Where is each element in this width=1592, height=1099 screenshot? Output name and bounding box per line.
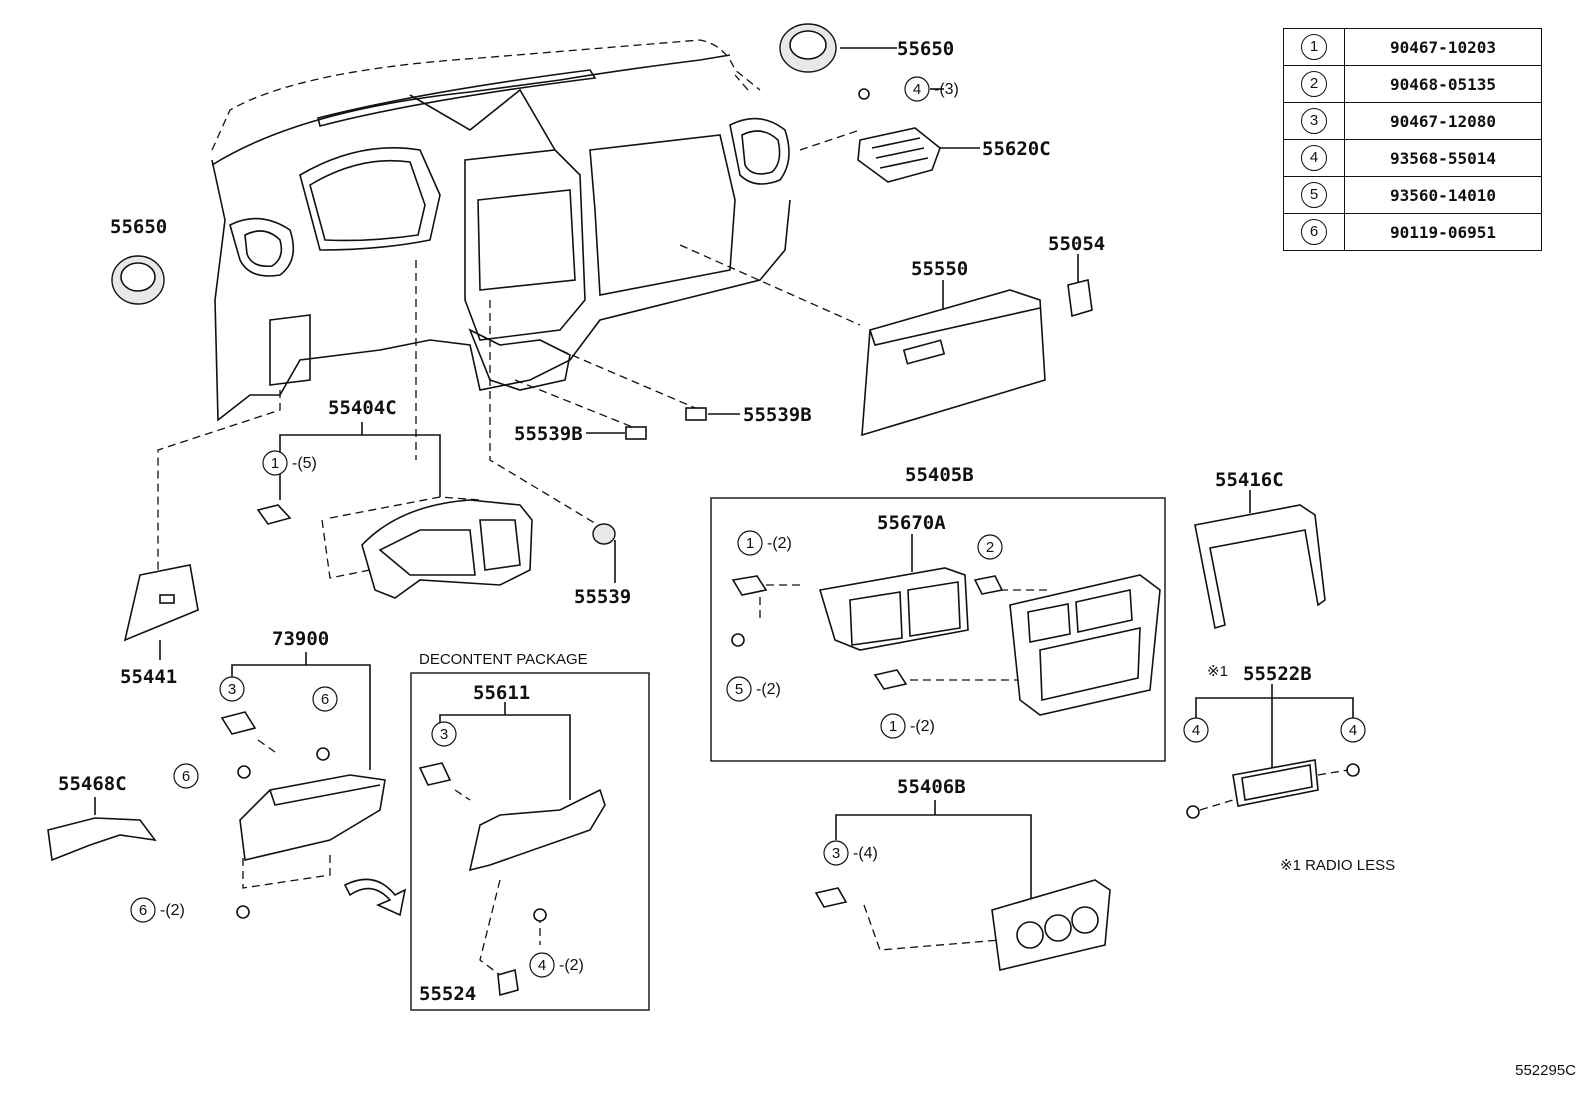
ref-circle: 4 bbox=[1349, 722, 1357, 739]
frame-55416c-drawing bbox=[1194, 504, 1326, 630]
legend-ref-number: 5 bbox=[1301, 182, 1327, 208]
legend-part-number: 90467-10203 bbox=[1344, 28, 1542, 66]
legend-ref-number: 1 bbox=[1301, 34, 1327, 60]
instrument-panel-drawing bbox=[211, 39, 791, 422]
diagram-id: 552295C bbox=[1515, 1062, 1576, 1079]
ref-quantity: -(2) bbox=[756, 681, 781, 698]
part-label-73900: 73900 bbox=[272, 628, 329, 650]
fastener-callouts: 4 -(3) 1 -(5) 3 6 6 6 -(2) 3 4 -(2) 1 -(… bbox=[130, 76, 1366, 978]
legend-ref-number: 4 bbox=[1301, 145, 1327, 171]
ref-circle: 6 bbox=[321, 691, 329, 708]
fastener-legend-body: 1 90467-10203 2 90468-05135 3 90467-12080 4 935… bbox=[1283, 28, 1542, 251]
legend-ref-number: 2 bbox=[1301, 71, 1327, 97]
ref-quantity: -(2) bbox=[559, 957, 584, 974]
cover-55468c-drawing bbox=[47, 817, 157, 862]
legend-row: 3 90467-12080 bbox=[1283, 102, 1542, 140]
part-label-55650-top: 55650 bbox=[897, 38, 954, 60]
ref-circle: 3 bbox=[832, 845, 840, 862]
legend-part-number: 93560-14010 bbox=[1344, 176, 1542, 214]
ref-circle: 6 bbox=[139, 902, 147, 919]
vent-55650-left-drawing bbox=[111, 255, 165, 305]
ref-quantity: -(4) bbox=[853, 845, 878, 862]
ref-circle: 3 bbox=[228, 681, 236, 698]
part-labels: 55650 55620C 55650 55054 55550 55539B 55… bbox=[58, 38, 1395, 1005]
glove-box-55550-drawing bbox=[861, 289, 1046, 437]
part-label-55650-left: 55650 bbox=[110, 216, 167, 238]
cluster-55404c-drawing bbox=[256, 499, 533, 599]
box-decontent-package bbox=[410, 672, 650, 1011]
ref-quantity: -(2) bbox=[160, 902, 185, 919]
part-label-55054: 55054 bbox=[1048, 233, 1105, 255]
lower-panel-73900-drawing bbox=[220, 711, 407, 919]
radio-less-note: ※1 RADIO LESS bbox=[1280, 857, 1395, 874]
panel-55611-drawing bbox=[418, 762, 606, 922]
part-label-55406b: 55406B bbox=[897, 776, 966, 798]
part-label-55416c: 55416C bbox=[1215, 469, 1284, 491]
ref-circle: 2 bbox=[986, 539, 994, 556]
hook-55524-drawing bbox=[497, 968, 519, 997]
part-label-55670a: 55670A bbox=[877, 512, 946, 534]
ref-circle: 4 bbox=[1192, 722, 1200, 739]
decontent-package-label: DECONTENT PACKAGE bbox=[419, 651, 588, 668]
part-label-55524: 55524 bbox=[419, 983, 476, 1005]
legend-part-number: 90467-12080 bbox=[1344, 102, 1542, 140]
legend-part-number: 90119-06951 bbox=[1344, 213, 1542, 251]
vent-55620c-drawing bbox=[857, 88, 941, 183]
panel-55406b-drawing bbox=[814, 879, 1111, 971]
radio-less-mark: ※1 bbox=[1207, 663, 1228, 680]
legend-part-number: 90468-05135 bbox=[1344, 65, 1542, 103]
legend-ref-cell: 5 bbox=[1283, 176, 1345, 214]
part-label-55539: 55539 bbox=[574, 586, 631, 608]
part-label-55539b-right: 55539B bbox=[743, 404, 812, 426]
part-label-55522b: 55522B bbox=[1243, 663, 1312, 685]
leader-lines bbox=[94, 47, 1354, 976]
ref-quantity: -(2) bbox=[767, 535, 792, 552]
bracket-55054-drawing bbox=[1067, 279, 1093, 318]
part-label-55404c: 55404C bbox=[328, 397, 397, 419]
pocket-55441-drawing bbox=[123, 564, 199, 642]
legend-ref-number: 6 bbox=[1301, 219, 1327, 245]
part-label-55620c: 55620C bbox=[982, 138, 1051, 160]
ref-circle: 3 bbox=[440, 726, 448, 743]
ref-circle: 1 bbox=[746, 535, 754, 552]
ref-circle: 1 bbox=[889, 718, 897, 735]
part-label-55405b: 55405B bbox=[905, 464, 974, 486]
legend-part-number: 93568-55014 bbox=[1344, 139, 1542, 177]
legend-ref-number: 3 bbox=[1301, 108, 1327, 134]
legend-row: 5 93560-14010 bbox=[1283, 176, 1542, 214]
switch-55539-drawing bbox=[592, 523, 616, 545]
legend-row: 2 90468-05135 bbox=[1283, 65, 1542, 103]
box-55405b-assembly bbox=[710, 497, 1166, 762]
ref-circle: 4 bbox=[538, 957, 546, 974]
ref-circle: 5 bbox=[735, 681, 743, 698]
ref-circle: 6 bbox=[182, 768, 190, 785]
legend-ref-cell: 4 bbox=[1283, 139, 1345, 177]
legend-row: 4 93568-55014 bbox=[1283, 139, 1542, 177]
legend-ref-cell: 2 bbox=[1283, 65, 1345, 103]
bezel-55405b-drawing bbox=[873, 574, 1161, 716]
vent-55650-top-drawing bbox=[779, 23, 837, 73]
ref-quantity: -(5) bbox=[292, 455, 317, 472]
part-label-55539b-left: 55539B bbox=[514, 423, 583, 445]
cover-55522b-drawing bbox=[1186, 759, 1360, 819]
ref-circle: 4 bbox=[913, 81, 921, 98]
part-label-55441: 55441 bbox=[120, 666, 177, 688]
part-label-55468c: 55468C bbox=[58, 773, 127, 795]
switch-55539b-drawing bbox=[625, 407, 707, 440]
part-label-55611: 55611 bbox=[473, 682, 530, 704]
ref-circle: 1 bbox=[271, 455, 279, 472]
legend-row: 1 90467-10203 bbox=[1283, 28, 1542, 66]
part-label-55550: 55550 bbox=[911, 258, 968, 280]
ref-quantity: -(2) bbox=[910, 718, 935, 735]
fastener-legend-table: 1 90467-10203 2 90468-05135 3 90467-12080 4 935… bbox=[1283, 28, 1542, 251]
legend-row: 6 90119-06951 bbox=[1283, 213, 1542, 251]
ref-quantity: -(3) bbox=[934, 81, 959, 98]
legend-ref-cell: 6 bbox=[1283, 213, 1345, 251]
legend-ref-cell: 1 bbox=[1283, 28, 1345, 66]
legend-ref-cell: 3 bbox=[1283, 102, 1345, 140]
vent-55670a-drawing bbox=[731, 567, 969, 651]
